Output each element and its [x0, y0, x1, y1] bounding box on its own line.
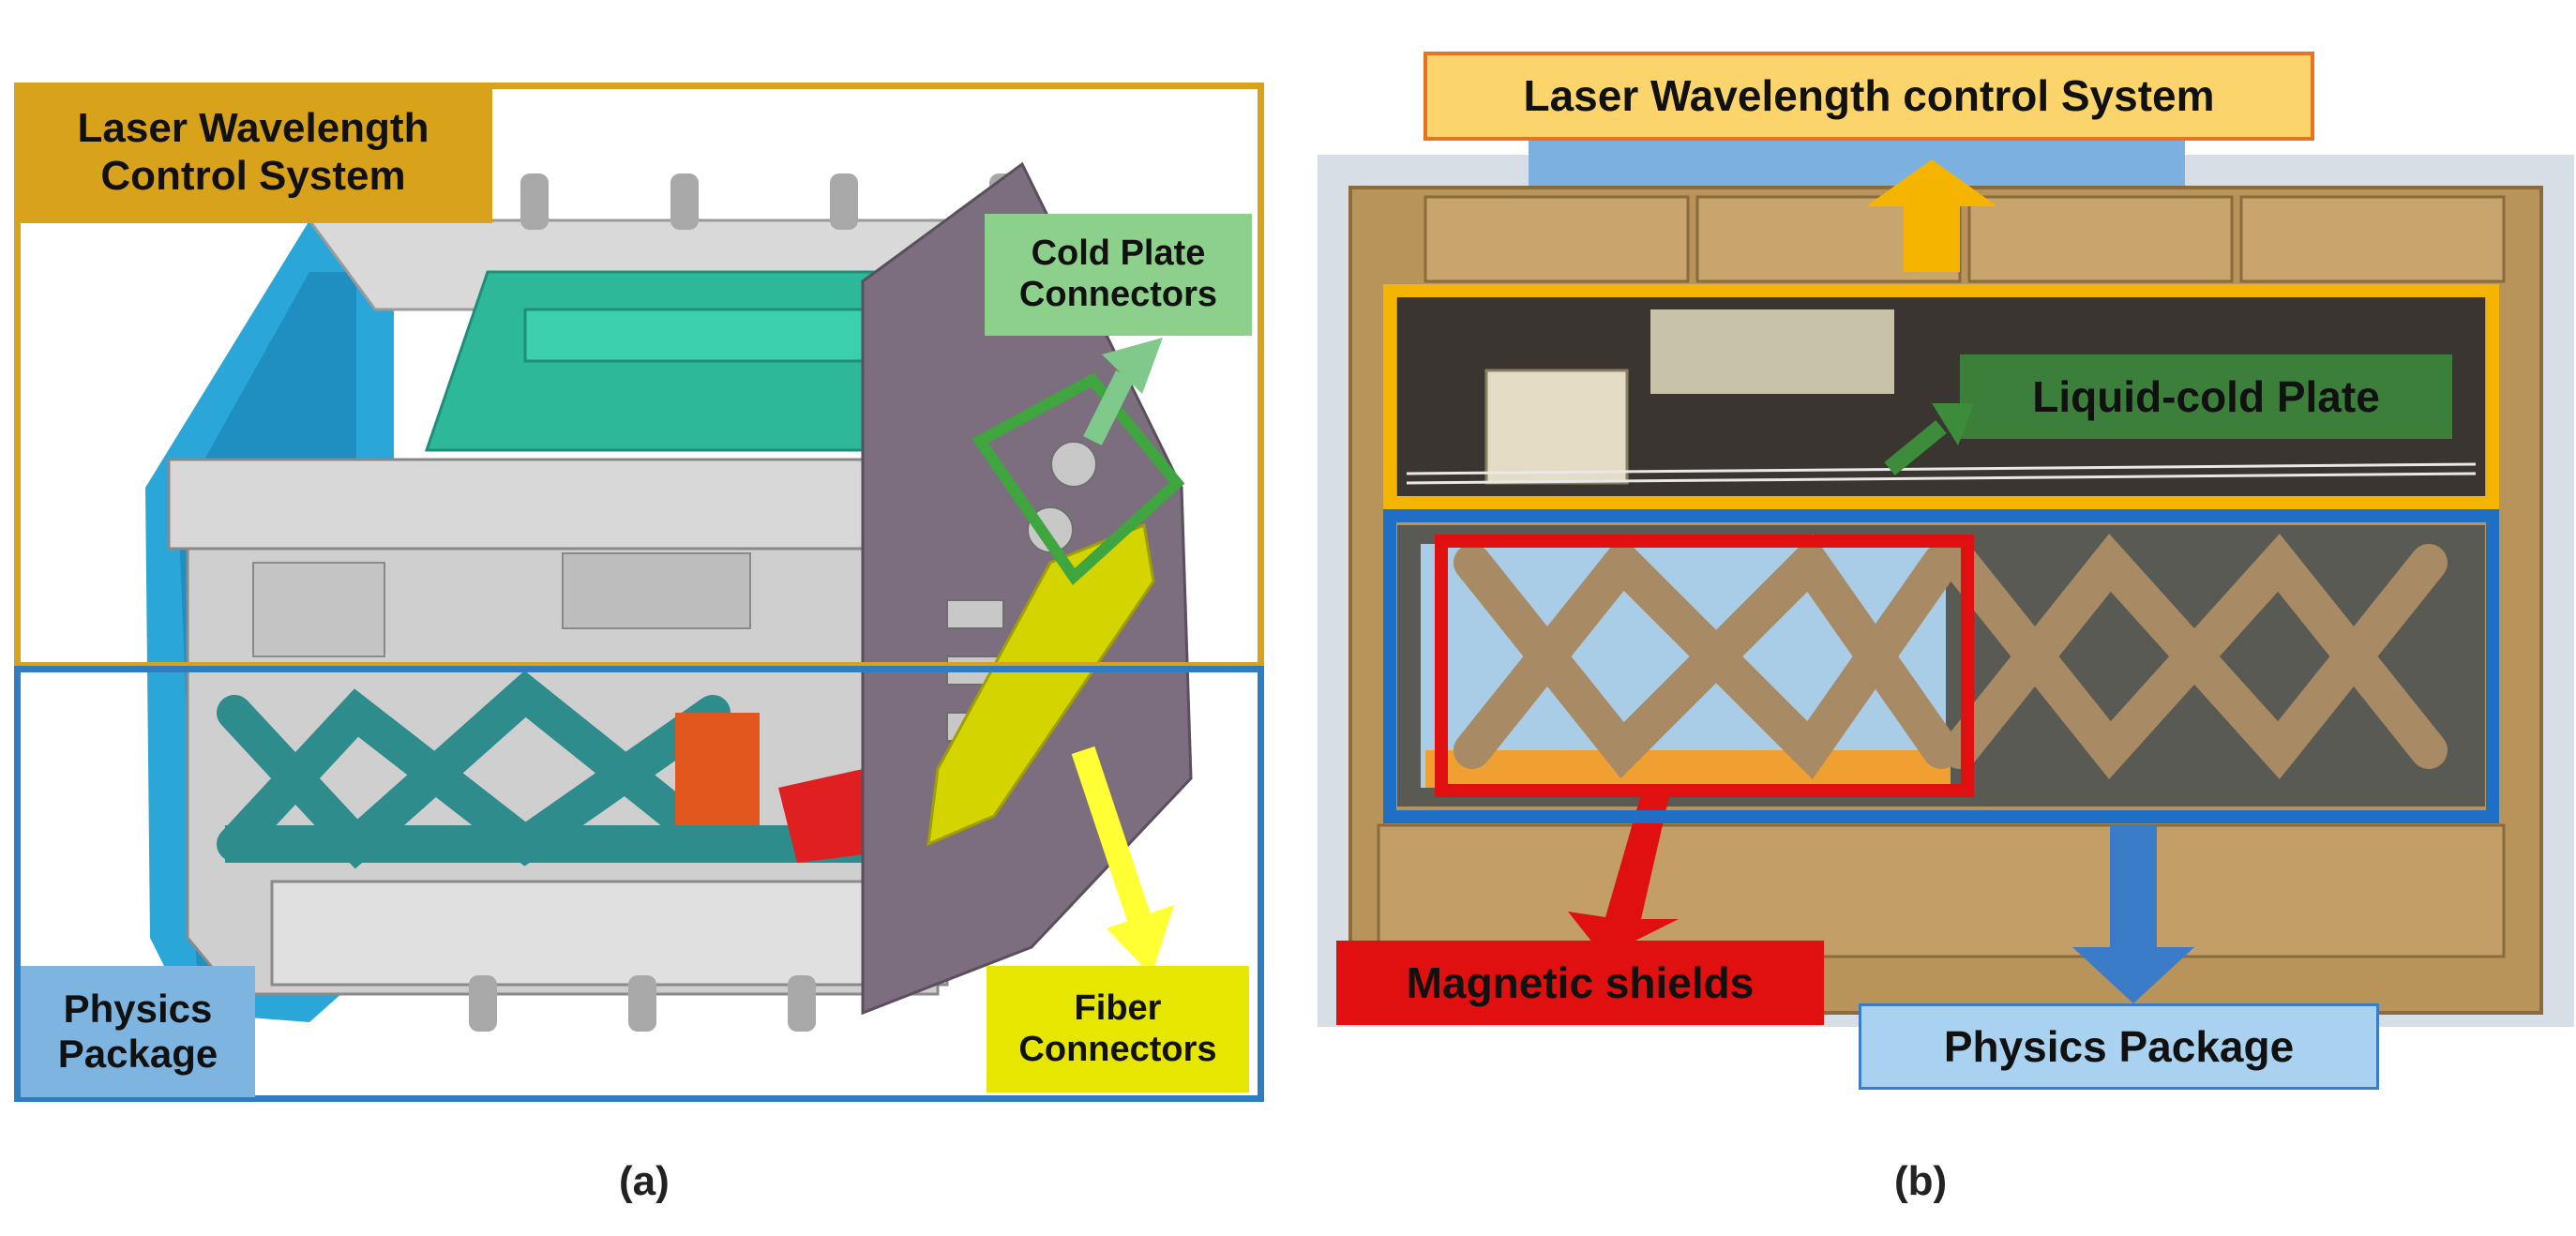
panel-a-caption: (a): [619, 1158, 670, 1204]
laser-system-label: Laser Wavelength Control System: [14, 83, 492, 223]
magnetic-shields-frame: [1435, 535, 1974, 797]
physics-package-label: Physics Package: [21, 966, 255, 1097]
cad-model-drawing: [145, 161, 1193, 1032]
laser-system-label-b: Laser Wavelength control System: [1424, 52, 2314, 141]
hardware-photo: [1318, 141, 2574, 1027]
cold-plate-arrow: [1083, 370, 1135, 445]
liquid-cold-plate-label: Liquid-cold Plate: [1960, 354, 2452, 439]
yellow-bracket: [926, 522, 1155, 847]
magnetic-down-arrow: [1568, 788, 1679, 957]
cold-plate-box: [972, 372, 1185, 586]
panel-a: Laser Wavelength Control System Cold Pla…: [0, 0, 1285, 1236]
panel-b-caption: (b): [1894, 1158, 1948, 1204]
photo-truss: [1454, 534, 2448, 779]
teal-truss: [217, 671, 731, 869]
panel-b: Laser Wavelength control System Liquid-c…: [1285, 0, 2576, 1236]
physics-package-frame: [14, 666, 1264, 1102]
laser-system-frame-b: [1383, 284, 2499, 509]
laser-up-arrow: [1866, 159, 1997, 272]
physics-package-label-b: Physics Package: [1859, 1003, 2379, 1090]
physics-down-arrow: [2072, 825, 2194, 1003]
cold-plate-label: Cold Plate Connectors: [985, 214, 1252, 336]
laser-system-frame: [14, 83, 1264, 669]
fiber-arrow: [1071, 746, 1152, 924]
magnetic-shields-label: Magnetic shields: [1336, 941, 1824, 1025]
physics-package-frame-b: [1383, 509, 2499, 823]
liquid-cold-arrow: [1884, 420, 1947, 475]
fiber-connectors-label: Fiber Connectors: [987, 966, 1249, 1093]
